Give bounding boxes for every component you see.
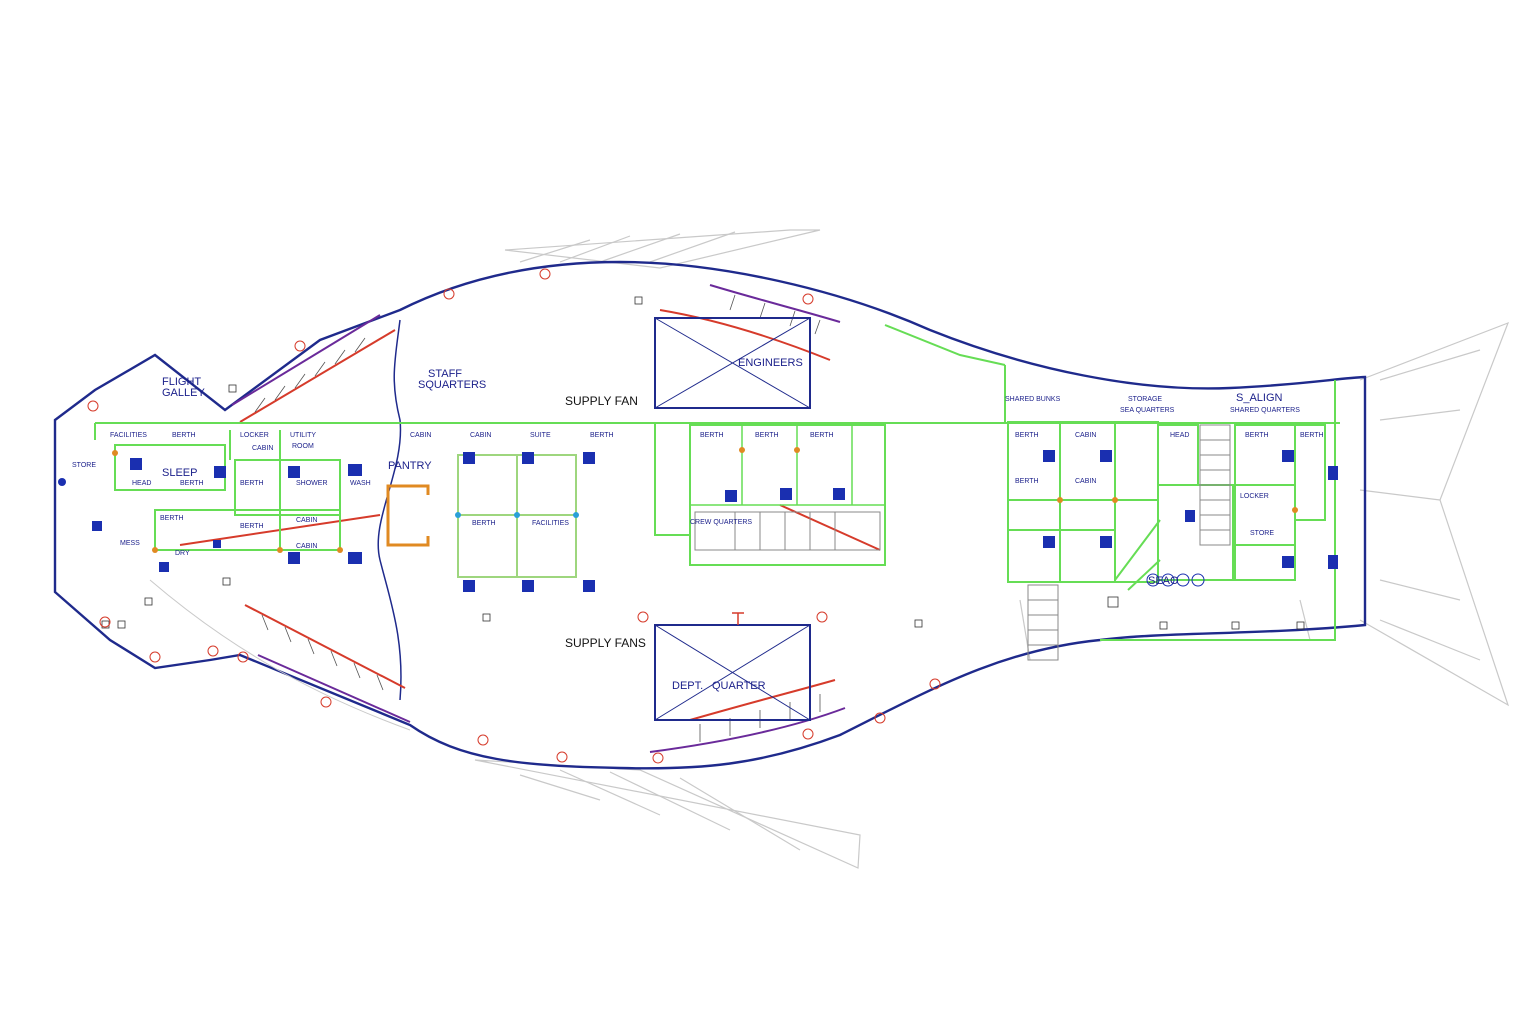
supply-fan-bottom bbox=[654, 612, 811, 721]
room-tag: BERTH bbox=[172, 432, 196, 439]
room-tag: CABIN bbox=[410, 432, 431, 439]
label-aft-quarters: SHARED BUNKS bbox=[1005, 396, 1061, 403]
red-markers bbox=[87, 268, 941, 764]
room-tag: UTILITY bbox=[290, 432, 316, 439]
room-tag: DRY bbox=[175, 550, 190, 557]
fixture-icons bbox=[92, 450, 1338, 592]
room-tag: SUITE bbox=[530, 432, 551, 439]
room-tag: CABIN bbox=[296, 543, 317, 550]
room-tag: CABIN bbox=[1075, 478, 1096, 485]
label-gallery-1: FLIGHT bbox=[162, 376, 201, 388]
room-tag: BERTH bbox=[590, 432, 614, 439]
label-sea-sign: SEAO bbox=[1148, 575, 1179, 587]
room-tag: FACILITIES bbox=[532, 520, 569, 527]
room-tag: SHOWER bbox=[296, 480, 328, 487]
room-tag: MESS bbox=[120, 540, 140, 547]
room-tag: BERTH bbox=[755, 432, 779, 439]
room-tag: CABIN bbox=[1075, 432, 1096, 439]
corridor-line bbox=[377, 319, 402, 701]
room-tag: BERTH bbox=[240, 480, 264, 487]
label-mid-quarters: SEA QUARTERS bbox=[1120, 407, 1175, 414]
label-supply-fans: SUPPLY FANS bbox=[565, 636, 646, 650]
label-dept: DEPT. bbox=[672, 680, 703, 692]
room-tag: ROOM bbox=[292, 443, 314, 450]
stair bbox=[1027, 424, 1231, 661]
room-tag-labels: FACILITIES BERTH LOCKER UTILITY CABIN ROOM STO… bbox=[72, 432, 1324, 557]
room-tag: STORE bbox=[72, 462, 96, 469]
label-engineers: ENGINEERS bbox=[738, 357, 803, 369]
label-crew-quarters: CREW QUARTERS bbox=[690, 519, 752, 526]
label-quarter: QUARTER bbox=[712, 680, 766, 692]
label-upper-quarters: SHARED QUARTERS bbox=[1230, 407, 1300, 414]
room-tag: STORE bbox=[1250, 530, 1274, 537]
room-tag: WASH bbox=[350, 480, 371, 487]
room-tag: BERTH bbox=[160, 515, 184, 522]
room-tag: BERTH bbox=[180, 480, 204, 487]
hull-outline bbox=[53, 260, 1367, 770]
label-storage: STORAGE bbox=[1128, 396, 1162, 403]
right-room-grid bbox=[1007, 421, 1326, 591]
outline-markers bbox=[101, 296, 1305, 630]
label-supply-fan: SUPPLY FAN bbox=[565, 394, 638, 408]
room-tag: BERTH bbox=[1015, 478, 1039, 485]
room-tag: CABIN bbox=[470, 432, 491, 439]
room-tag: CABIN bbox=[252, 445, 273, 452]
left-room-grid bbox=[114, 430, 341, 551]
room-tag: LOCKER bbox=[1240, 493, 1269, 500]
room-tag: BERTH bbox=[700, 432, 724, 439]
room-tag: CABIN bbox=[296, 517, 317, 524]
room-tag: HEAD bbox=[132, 480, 151, 487]
supply-fan-top bbox=[654, 317, 811, 409]
label-gallery-2: GALLEY bbox=[162, 387, 205, 399]
engineers-block bbox=[689, 424, 886, 566]
room-tag: BERTH bbox=[240, 523, 264, 530]
room-tag: LOCKER bbox=[240, 432, 269, 439]
label-sleep: SLEEP bbox=[162, 467, 197, 479]
room-tag: FACILITIES bbox=[110, 432, 147, 439]
label-staff: STAFF bbox=[428, 368, 462, 380]
room-tag: BERTH bbox=[1015, 432, 1039, 439]
junction-dots bbox=[58, 447, 1298, 587]
room-tag: HEAD bbox=[1170, 432, 1189, 439]
label-quarters-right: S_ALIGN bbox=[1236, 392, 1283, 404]
label-pantry: PANTRY bbox=[388, 460, 432, 472]
room-tag: BERTH bbox=[810, 432, 834, 439]
label-staff-quarters: SQUARTERS bbox=[418, 379, 486, 391]
room-tag: BERTH bbox=[472, 520, 496, 527]
ghost-fins bbox=[474, 229, 1510, 869]
room-tag: BERTH bbox=[1300, 432, 1324, 439]
strake-lines bbox=[179, 284, 881, 753]
room-tag: BERTH bbox=[1245, 432, 1269, 439]
outer-inner-line bbox=[149, 579, 411, 731]
pantry-bracket bbox=[386, 484, 430, 547]
